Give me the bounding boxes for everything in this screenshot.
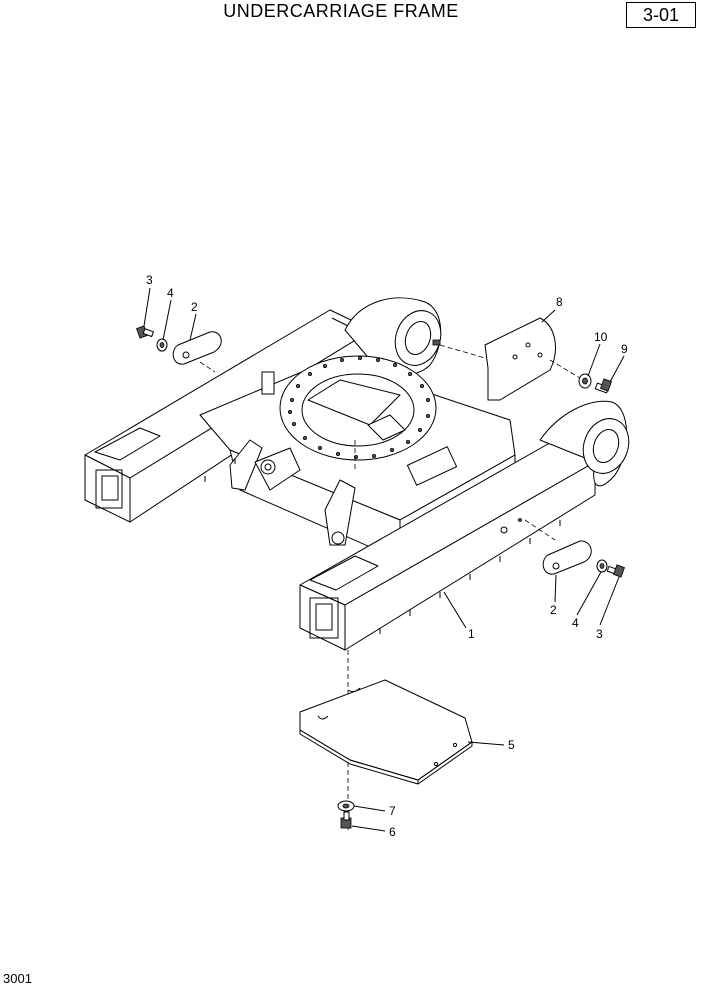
- callout-3-upper: 3: [146, 273, 153, 287]
- right-beam-notches: [379, 520, 561, 634]
- blade-bracket-left: [229, 439, 263, 491]
- blade-pin-outer: [260, 459, 276, 475]
- callout-4-upper: 4: [167, 286, 174, 300]
- washer-part-7: [337, 800, 355, 812]
- under-cover-plate-part-5: [299, 679, 473, 785]
- bolt-part-9: [594, 378, 612, 394]
- undercarriage-frame-part-1: [84, 297, 630, 651]
- left-motor-ring: [394, 310, 442, 366]
- callout-4-lower: 4: [572, 616, 579, 630]
- right-motor-ring: [582, 418, 630, 474]
- callout-8: 8: [556, 295, 563, 309]
- center-right-lug: [406, 446, 458, 486]
- blade-bracket-right-pin: [331, 531, 345, 545]
- center-plate: [367, 414, 406, 441]
- washer-part-4-lower: [596, 559, 608, 573]
- left-beam-notches: [204, 458, 236, 482]
- cover-plate-part-8: [484, 317, 556, 401]
- callout-5: 5: [508, 738, 515, 752]
- upper-cover-dash: [199, 361, 216, 373]
- callout-7: 7: [389, 804, 396, 818]
- callout-2-upper: 2: [191, 300, 198, 314]
- cover-plate-part-2-lower: [542, 540, 592, 575]
- bolt-part-6: [340, 811, 352, 829]
- cover-plate-part-2-upper: [172, 331, 222, 365]
- leader-lines: [143, 287, 625, 832]
- callout-2-lower: 2: [550, 603, 557, 617]
- washer-part-4-upper: [156, 338, 168, 352]
- right-beam-slot: [309, 597, 339, 639]
- bolt-part-3-lower: [606, 564, 625, 578]
- left-beam-slot: [95, 469, 123, 509]
- right-beam-side: [344, 461, 596, 651]
- lower-cover-dash: [524, 519, 556, 541]
- page-number-box: 3-01: [626, 2, 696, 28]
- right-motor-ring-inner: [592, 429, 620, 463]
- bearing-bolt-holes: [287, 355, 430, 459]
- part8-dash-right: [549, 359, 581, 379]
- right-beam-idler-slot: [309, 555, 379, 591]
- callout-3-lower: 3: [596, 627, 603, 641]
- center-opening-box: [307, 379, 401, 426]
- part8-dash: [439, 344, 486, 359]
- left-motor-ring-inner: [404, 321, 432, 355]
- bolt-part-3-upper: [136, 325, 154, 339]
- callout-9: 9: [621, 342, 628, 356]
- left-bracket-pin: [432, 339, 441, 346]
- left-beam-idler-slot: [94, 427, 161, 461]
- callout-1: 1: [468, 627, 475, 641]
- page-title-text: UNDERCARRIAGE FRAME: [223, 1, 459, 21]
- drawing-code: 3001: [3, 971, 32, 986]
- callout-6: 6: [389, 825, 396, 839]
- right-beam-slot-inner: [315, 603, 333, 631]
- blade-bracket-right: [324, 479, 356, 546]
- page-title: UNDERCARRIAGE FRAME: [0, 0, 702, 22]
- blade-link: [254, 447, 301, 491]
- left-beam-slot-inner: [101, 475, 119, 501]
- washer-part-10: [578, 373, 592, 389]
- right-beam-hole: [500, 526, 508, 534]
- callout-10: 10: [594, 330, 608, 344]
- top-lug: [261, 371, 275, 395]
- right-beam-hole-small: [518, 518, 522, 522]
- blade-pin-inner: [264, 463, 272, 471]
